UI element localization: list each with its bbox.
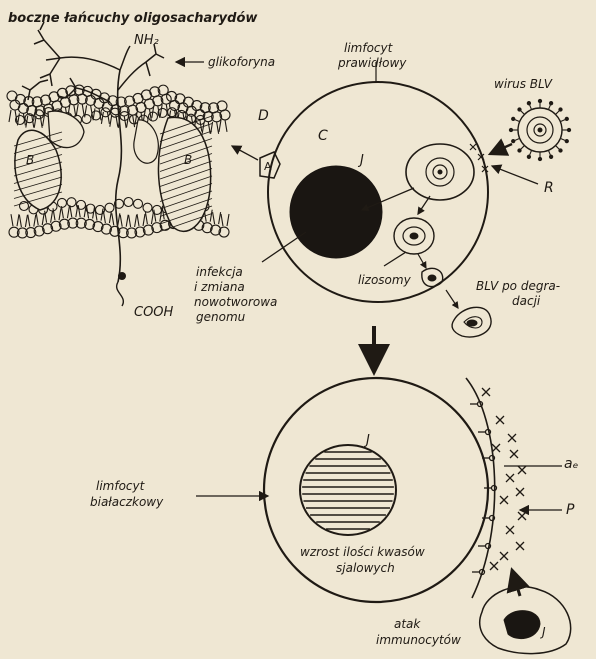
label-sialic-increase: wzrost ilości kwasów sjalowych xyxy=(300,545,429,575)
label-d: D xyxy=(258,108,269,124)
blv-virus xyxy=(509,99,570,160)
label-c: C xyxy=(318,128,328,144)
label-glycophorin: glikoforyna xyxy=(208,55,275,69)
label-immunocyte-attack: atak immunocytów xyxy=(376,617,461,647)
label-j-top: J xyxy=(357,153,364,168)
text-labels: boczne łańcuchy oligosacharydów NH₂ glik… xyxy=(8,11,579,647)
label-virus: wirus BLV xyxy=(494,77,553,91)
degraded-blv xyxy=(452,307,491,337)
label-lysosomes: lizosomy xyxy=(358,273,412,287)
label-b-left: B xyxy=(26,153,34,167)
label-cooh: COOH xyxy=(134,305,174,320)
label-infection: infekcja i zmiana nowotworowa genomu xyxy=(194,265,281,324)
label-side-chains: boczne łańcuchy oligosacharydów xyxy=(8,11,258,26)
immunocyte xyxy=(480,587,571,654)
label-leukemic-lymphocyte: limfocyt białaczkowy xyxy=(90,479,164,509)
label-j-immunocyte: J xyxy=(540,625,546,639)
label-r: R xyxy=(544,180,554,196)
label-p: P xyxy=(566,502,575,518)
label-blv-degraded: BLV po degra- dacji xyxy=(476,279,564,308)
label-nh2: NH₂ xyxy=(134,33,159,48)
sialic-acid-marks xyxy=(470,388,526,575)
infected-nucleus xyxy=(290,166,382,258)
label-a-e: aₑ xyxy=(564,456,579,472)
cell-membrane xyxy=(7,22,230,306)
normal-lymphocyte xyxy=(262,82,488,302)
label-j-bottom: J xyxy=(363,433,370,448)
label-normal-lymphocyte: limfocyt prawidłowy xyxy=(337,41,407,70)
label-b-right: B xyxy=(184,153,192,167)
